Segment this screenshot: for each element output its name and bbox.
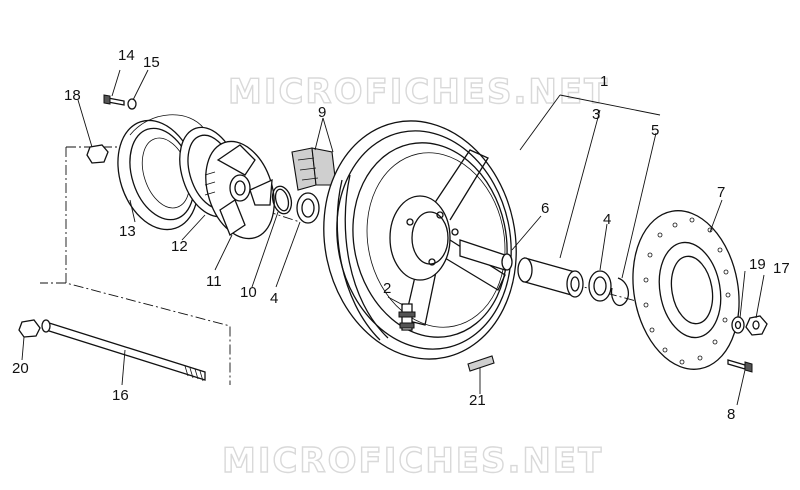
callout-11: 11 <box>206 273 222 290</box>
part-15-washer <box>127 98 137 110</box>
callout-5: 5 <box>651 122 659 139</box>
callout-20: 20 <box>12 360 29 377</box>
callout-15: 15 <box>143 54 160 71</box>
callout-labels: 1 2 3 4 4 5 6 7 8 9 10 11 12 13 14 15 16… <box>12 47 790 423</box>
callout-18: 18 <box>64 87 81 104</box>
callout-8: 8 <box>727 406 735 423</box>
callout-17: 17 <box>773 260 790 277</box>
callout-21: 21 <box>469 392 486 409</box>
callout-4-left: 4 <box>270 290 278 307</box>
leader-lines <box>21 69 765 406</box>
callout-10: 10 <box>240 284 257 301</box>
part-21-weight <box>467 355 495 372</box>
part-4-bearing-right <box>588 270 612 302</box>
callout-2: 2 <box>383 280 391 297</box>
callout-13: 13 <box>119 223 136 240</box>
part-5-circlip <box>610 277 629 307</box>
part-6-spacer <box>459 239 513 271</box>
callout-14: 14 <box>118 47 135 64</box>
part-10-o-ring <box>271 185 293 215</box>
part-2-valve <box>398 303 416 331</box>
part-11-carrier <box>204 140 275 240</box>
callout-12: 12 <box>171 238 188 255</box>
part-3-spacer-tube <box>517 257 584 298</box>
part-8-bolt <box>727 359 753 373</box>
part-18-nut <box>86 144 109 164</box>
callout-3: 3 <box>592 106 600 123</box>
part-9-dampers <box>291 147 337 191</box>
part-7-brake-disc <box>632 210 740 370</box>
callout-19: 19 <box>749 256 766 273</box>
callout-16: 16 <box>112 387 129 404</box>
part-20-nut <box>18 319 41 338</box>
part-14-bolt <box>103 94 125 106</box>
part-16-axle <box>41 319 206 382</box>
callout-1: 1 <box>600 73 608 90</box>
callout-7: 7 <box>717 184 725 201</box>
callout-6: 6 <box>541 200 549 217</box>
watermark-bottom: MICROFICHES.NET <box>222 441 603 481</box>
part-4-bearing-left <box>296 192 320 224</box>
callout-4-right: 4 <box>603 211 611 228</box>
wheel-rim <box>323 120 517 360</box>
watermark-top: MICROFICHES.NET <box>228 72 609 112</box>
part-17-nut <box>745 315 768 336</box>
callout-9: 9 <box>318 104 326 121</box>
part-19-washer <box>731 316 745 334</box>
